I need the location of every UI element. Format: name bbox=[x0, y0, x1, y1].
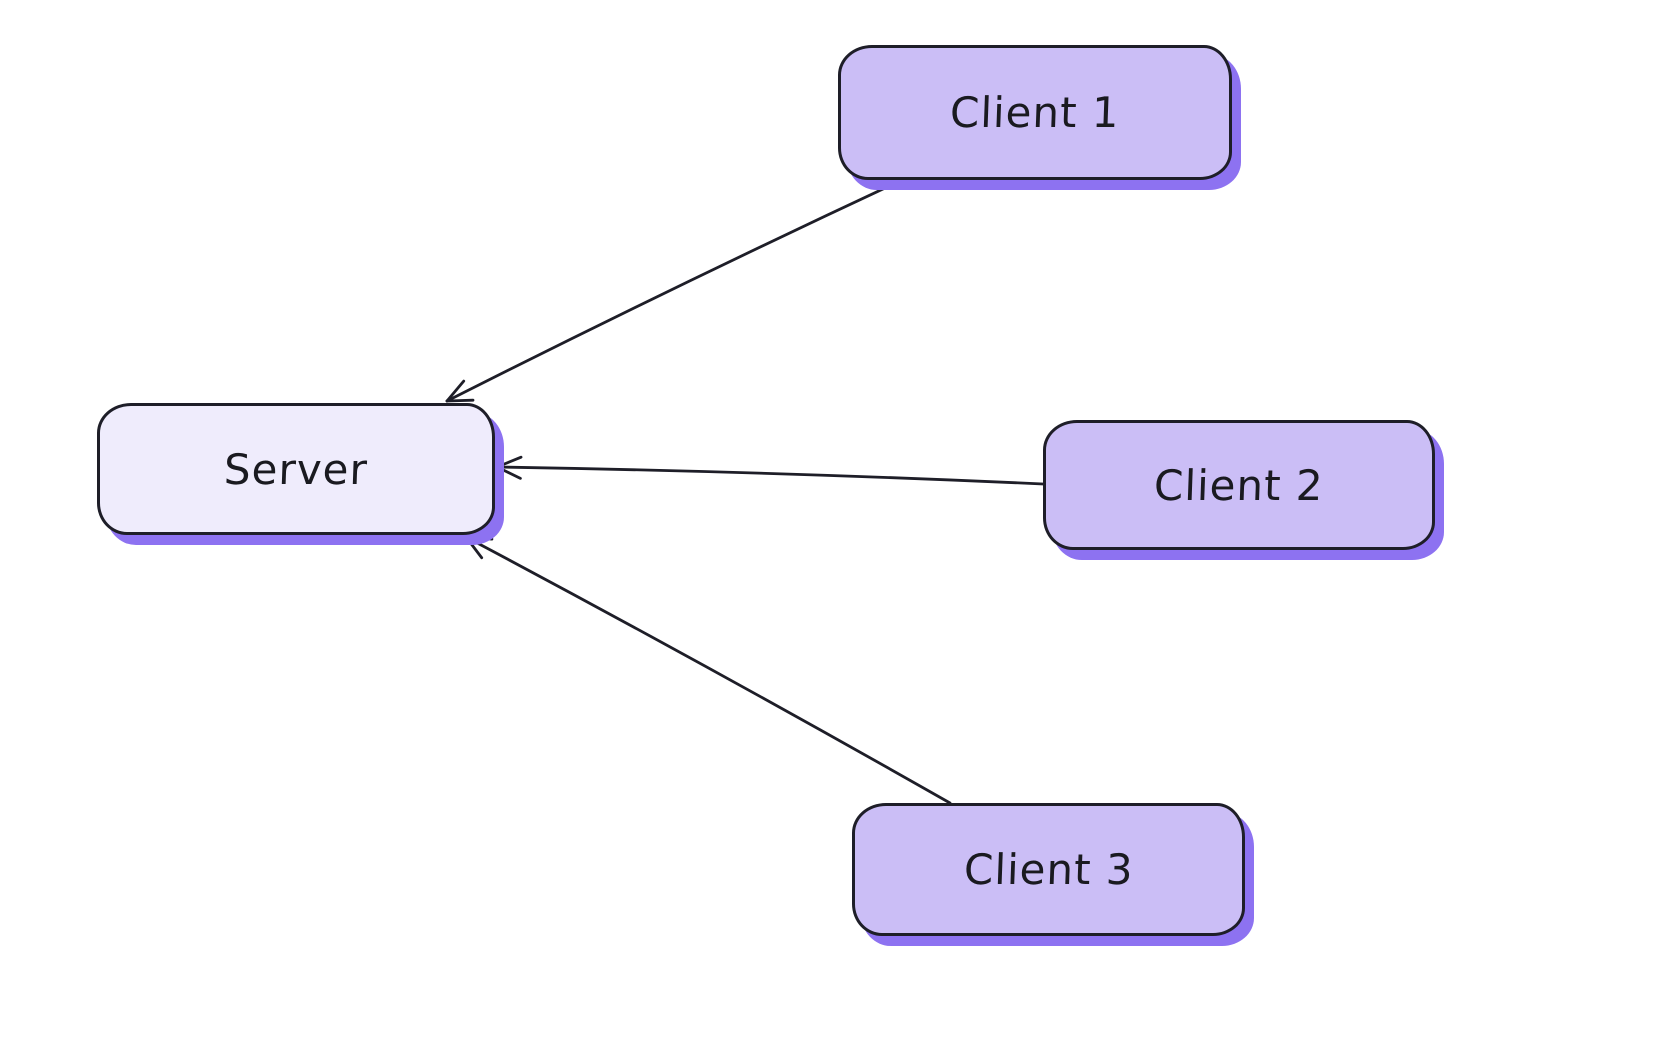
edge-client2-to-server-arrowhead-b[interactable] bbox=[495, 455, 523, 469]
node-client-2[interactable]: Client 2 bbox=[1043, 420, 1435, 550]
node-client-1-label: Client 1 bbox=[949, 88, 1121, 137]
node-client-3[interactable]: Client 3 bbox=[852, 803, 1245, 936]
node-client-3-label: Client 3 bbox=[962, 845, 1135, 894]
edge-client3-to-server-arrowhead-b[interactable] bbox=[464, 535, 494, 541]
edge-client3-to-server[interactable] bbox=[464, 535, 952, 805]
edge-client1-to-server-arrowhead-b[interactable] bbox=[445, 379, 466, 403]
node-client-2-label: Client 2 bbox=[1153, 460, 1325, 510]
node-server-label: Server bbox=[223, 444, 369, 494]
edge-client2-to-server[interactable] bbox=[495, 465, 1045, 486]
edge-client1-to-server[interactable] bbox=[445, 180, 900, 403]
node-server[interactable]: Server bbox=[97, 403, 495, 535]
edge-client2-to-server-arrowhead-a[interactable] bbox=[495, 465, 522, 480]
edge-client3-to-server-arrowhead-a[interactable] bbox=[464, 535, 484, 560]
node-client-1[interactable]: Client 1 bbox=[838, 45, 1232, 180]
edge-client1-to-server-arrowhead-a[interactable] bbox=[445, 398, 475, 403]
